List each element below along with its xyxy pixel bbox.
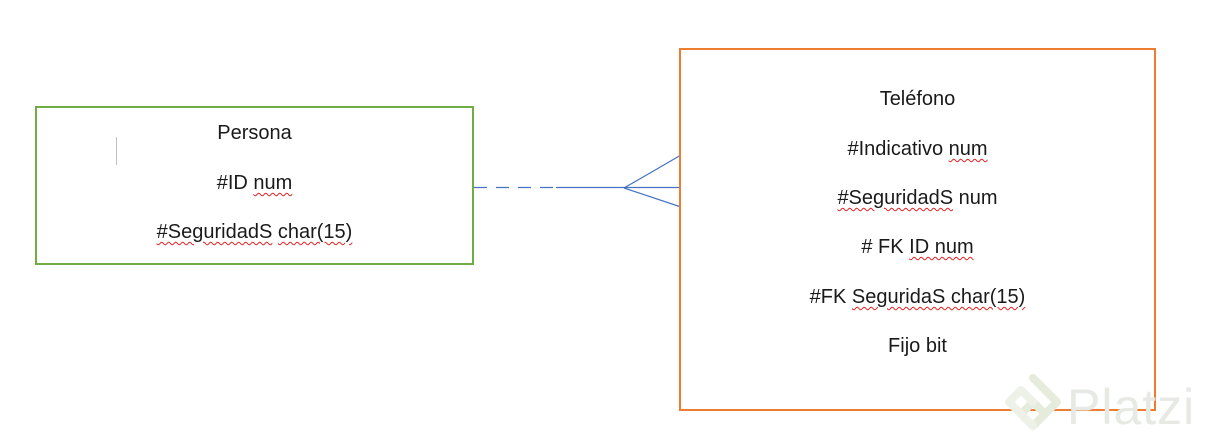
persona-attribute-id: #ID num — [37, 171, 472, 195]
telefono-attribute-fijo: Fijo bit — [888, 335, 947, 357]
telefono-attribute-fk-seguridad: #FK SeguridaS char(15) — [681, 285, 1154, 309]
text-cursor — [116, 137, 117, 165]
persona-attribute-seguridad: #SeguridadS char(15) — [37, 220, 472, 244]
platzi-watermark-text: Platzi — [1067, 379, 1196, 435]
telefono-attribute-fk-seguridad-type: SeguridaS char(15) — [851, 286, 1026, 308]
crow-foot-lower-prong — [623, 187, 682, 208]
telefono-attribute-seguridad: #SeguridadS num — [681, 186, 1154, 210]
crow-foot-upper-prong — [623, 154, 682, 189]
telefono-attribute-fk-id-type: ID num — [909, 236, 974, 258]
persona-attribute-seguridad-type: char(15) — [277, 221, 353, 243]
telefono-attribute-seguridad-type: num — [958, 187, 998, 209]
telefono-attribute-fk-id: # FK ID num — [681, 235, 1154, 259]
telefono-entity: Teléfono #Indicativo num #SeguridadS num… — [679, 48, 1156, 411]
platzi-logo-icon — [1005, 374, 1061, 430]
persona-attribute-seguridad-key: #SeguridadS — [156, 221, 273, 243]
persona-entity: Persona #ID num #SeguridadS char(15) — [35, 106, 474, 265]
telefono-attribute-seguridad-key: #SeguridadS — [837, 187, 954, 209]
persona-attribute-id-type: num — [253, 172, 293, 194]
telefono-attribute-indicativo-type: num — [948, 138, 988, 160]
persona-title: Persona — [217, 122, 292, 144]
telefono-attribute-indicativo: #Indicativo num — [681, 137, 1154, 161]
persona-attribute-id-key: #ID — [216, 172, 248, 194]
telefono-attribute-indicativo-key: #Indicativo — [847, 138, 944, 160]
telefono-attribute-fk-id-key: # FK — [861, 236, 904, 258]
telefono-title: Teléfono — [879, 88, 956, 110]
telefono-attribute-fk-seguridad-key: #FK — [809, 286, 847, 308]
platzi-watermark: Platzi — [1003, 372, 1213, 442]
